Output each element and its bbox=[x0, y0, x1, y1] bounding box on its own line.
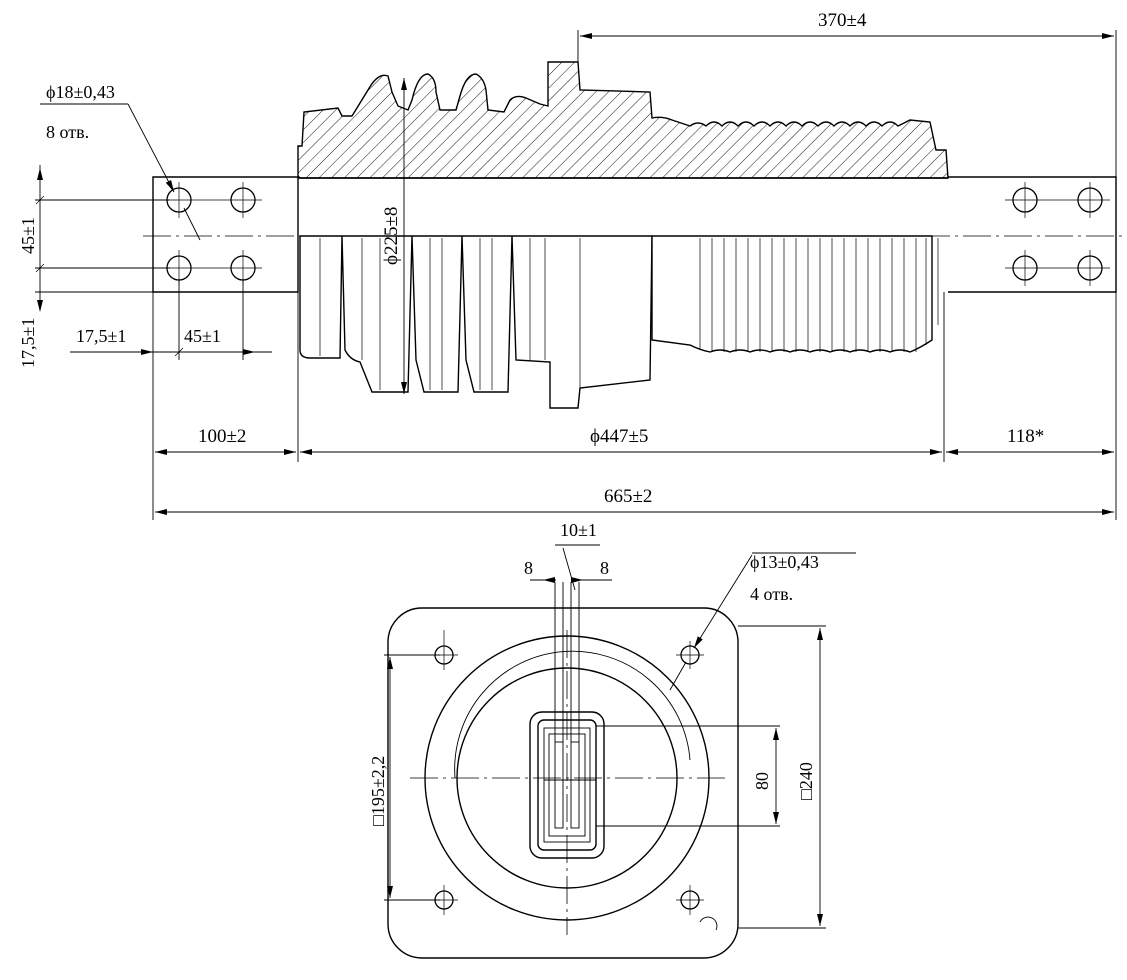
label-8b: 8 bbox=[600, 558, 609, 578]
label-holes8: 8 отв. bbox=[46, 122, 89, 142]
label-17v: 17,5±1 bbox=[18, 318, 38, 368]
flange-holes bbox=[430, 630, 704, 915]
label-80: 80 bbox=[752, 772, 772, 790]
label-45v: 45±1 bbox=[18, 217, 38, 254]
label-hole18: ϕ18±0,43 bbox=[46, 82, 115, 102]
right-terminal-bar bbox=[948, 176, 1117, 293]
shed-lines bbox=[319, 238, 939, 390]
inner-arc bbox=[454, 650, 691, 779]
leader-hole13 bbox=[693, 554, 753, 649]
left-holes bbox=[160, 182, 262, 286]
label-447: ϕ447±5 bbox=[590, 426, 648, 447]
ground-hook bbox=[699, 916, 718, 931]
label-118: 118* bbox=[1007, 426, 1044, 447]
label-370: 370±4 bbox=[818, 10, 867, 31]
label-holes4: 4 отв. bbox=[750, 584, 793, 604]
terminal-slot-inner bbox=[537, 719, 597, 851]
right-holes bbox=[1005, 182, 1110, 286]
label-195: □195±2,2 bbox=[368, 756, 388, 826]
end-view: 10±1 8 8 ϕ13±0,43 4 отв. 80 □240 □195±2,… bbox=[368, 520, 856, 959]
label-665: 665±2 bbox=[604, 486, 652, 507]
insulator-body-lower bbox=[299, 235, 653, 409]
side-view: ϕ18±0,43 8 отв. 45±1 17,5±1 17,5±1 45±1 … bbox=[18, 10, 1125, 520]
label-8a: 8 bbox=[524, 558, 533, 578]
terminal-slot-outer bbox=[529, 711, 605, 859]
label-225: ϕ225±8 bbox=[381, 207, 402, 265]
label-240: □240 bbox=[796, 762, 816, 800]
label-hole13: ϕ13±0,43 bbox=[750, 552, 819, 572]
label-17h: 17,5±1 bbox=[76, 326, 126, 346]
label-100: 100±2 bbox=[198, 426, 246, 447]
insulator-section-upper bbox=[297, 61, 949, 179]
label-45h: 45±1 bbox=[184, 326, 221, 346]
label-10: 10±1 bbox=[560, 520, 597, 540]
insulator-ribbed-section bbox=[651, 235, 933, 353]
leader-hole18 bbox=[127, 103, 175, 193]
